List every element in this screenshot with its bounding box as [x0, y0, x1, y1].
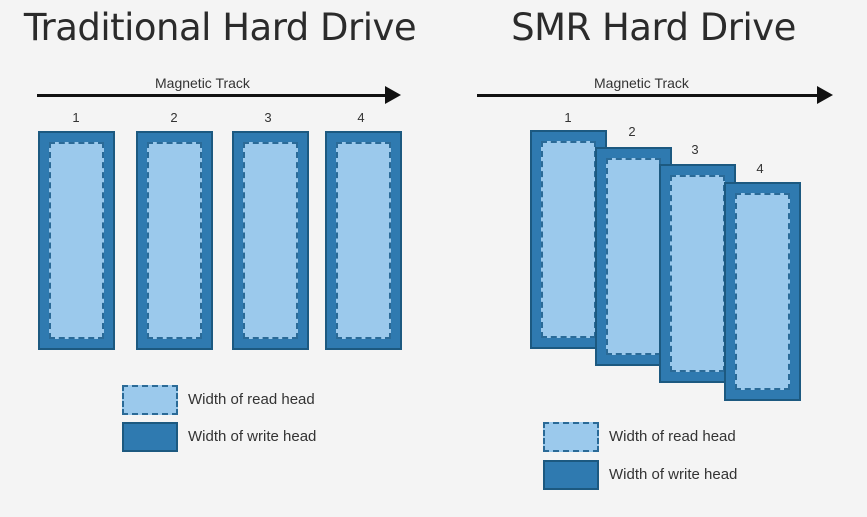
legend-write-label: Width of write head	[188, 428, 317, 445]
traditional-track-number: 4	[357, 110, 365, 125]
smr-track-label: Magnetic Track	[594, 75, 689, 91]
smr-track-number: 4	[756, 161, 764, 176]
read-head-swatch	[122, 385, 178, 415]
smr-track-number: 2	[628, 124, 636, 139]
read-head-swatch	[543, 422, 599, 452]
traditional-track-number: 3	[264, 110, 272, 125]
smr-track-3-read-head	[670, 175, 725, 372]
legend-write-label: Width of write head	[609, 466, 738, 483]
traditional-panel: Traditional Hard Drive Magnetic Track 1 …	[23, 6, 417, 452]
traditional-track-4-read-head	[336, 142, 391, 339]
traditional-title: Traditional Hard Drive	[23, 6, 417, 49]
smr-track-arrow	[477, 86, 833, 104]
smr-panel: SMR Hard Drive Magnetic Track 1 2 3 4 Wi…	[440, 0, 867, 517]
traditional-track-3-read-head	[243, 142, 298, 339]
smr-track-number: 1	[564, 110, 572, 125]
legend-read-label: Width of read head	[609, 428, 736, 445]
traditional-track-2-read-head	[147, 142, 202, 339]
smr-track-4-read-head	[735, 193, 790, 390]
traditional-track-1-read-head	[49, 142, 104, 339]
write-head-swatch	[122, 422, 178, 452]
smr-track-number: 3	[691, 142, 699, 157]
smr-track-2-read-head	[606, 158, 661, 355]
legend-read-label: Width of read head	[188, 391, 315, 408]
traditional-track-arrow	[37, 86, 401, 104]
write-head-swatch	[543, 460, 599, 490]
smr-title: SMR Hard Drive	[511, 6, 796, 49]
traditional-track-number: 2	[170, 110, 178, 125]
traditional-track-number: 1	[72, 110, 80, 125]
traditional-track-label: Magnetic Track	[155, 75, 250, 91]
smr-track-1-read-head	[541, 141, 596, 338]
